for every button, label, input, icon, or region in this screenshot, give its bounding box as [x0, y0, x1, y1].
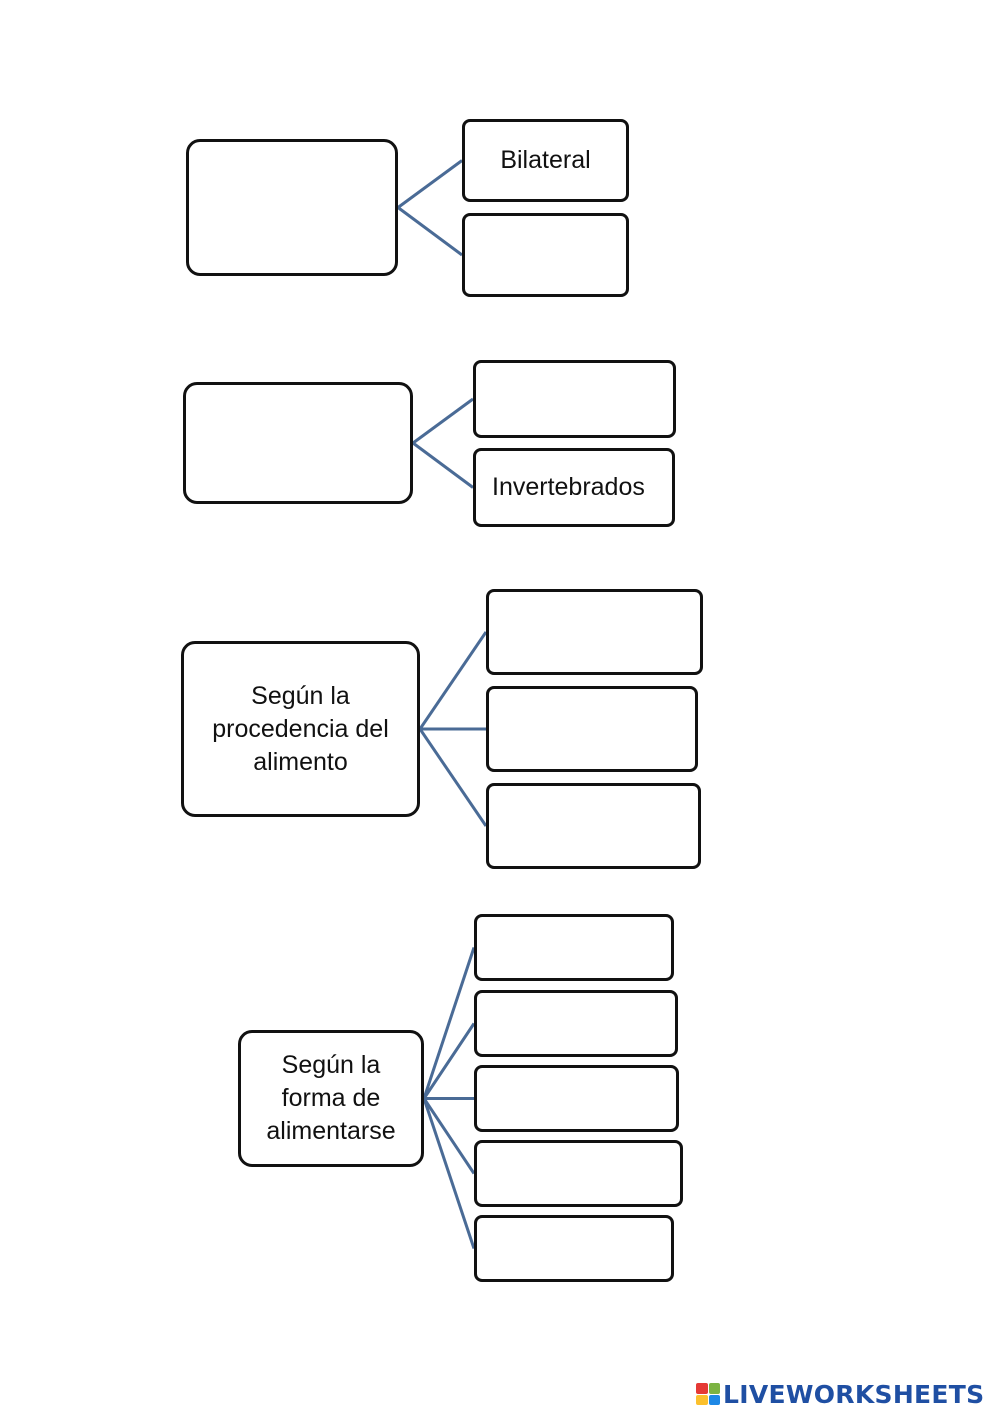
connector-line-g4-1: [422, 947, 476, 1099]
group3-parent-box[interactable]: Según la procedencia del alimento: [181, 641, 420, 817]
group3-parent-text: Según la procedencia del alimento: [212, 681, 389, 776]
group2-child-text-2: Invertebrados: [492, 473, 645, 501]
connector-line-g3-1: [418, 631, 488, 730]
group1-parent-box[interactable]: [186, 139, 398, 276]
group4-child-box-2[interactable]: [474, 990, 678, 1057]
group3-child-box-2[interactable]: [486, 686, 698, 772]
group4-parent-text: Según la forma de alimentarse: [266, 1051, 396, 1145]
logo-square-red: [696, 1383, 708, 1394]
group3-child-box-1[interactable]: [486, 589, 703, 675]
group1-child-text-1: Bilateral: [500, 146, 591, 174]
connector-line-g2-2: [412, 441, 474, 489]
group4-child-box-4[interactable]: [474, 1140, 683, 1207]
group2-parent-box[interactable]: [183, 382, 413, 504]
group2-child-box-1[interactable]: [473, 360, 676, 438]
logo-text: LIVEWORKSHEETS: [723, 1379, 985, 1409]
group3-child-box-3[interactable]: [486, 783, 701, 869]
group1-child-box-1[interactable]: Bilateral: [462, 119, 629, 202]
group4-child-box-3[interactable]: [474, 1065, 679, 1132]
connector-line-g4-2: [422, 1022, 476, 1100]
group4-child-box-5[interactable]: [474, 1215, 674, 1282]
group1-child-box-2[interactable]: [462, 213, 629, 297]
connector-line-g4-4: [422, 1097, 476, 1175]
logo-square-green: [708, 1383, 720, 1394]
logo-square-yellow: [696, 1394, 708, 1405]
connector-line-g1-2: [397, 206, 463, 257]
connector-line-g3-3: [418, 728, 488, 827]
connector-line-g1-1: [397, 159, 463, 209]
group4-child-box-1[interactable]: [474, 914, 674, 981]
liveworksheets-logo-icon: [696, 1383, 720, 1405]
group4-parent-box[interactable]: Según la forma de alimentarse: [238, 1030, 424, 1167]
liveworksheets-logo: LIVEWORKSHEETS: [696, 1379, 984, 1409]
connector-line-g4-5: [422, 1098, 476, 1249]
connector-line-g2-1: [412, 397, 474, 445]
group2-child-box-2[interactable]: Invertebrados: [473, 448, 675, 527]
logo-square-blue: [708, 1394, 720, 1405]
